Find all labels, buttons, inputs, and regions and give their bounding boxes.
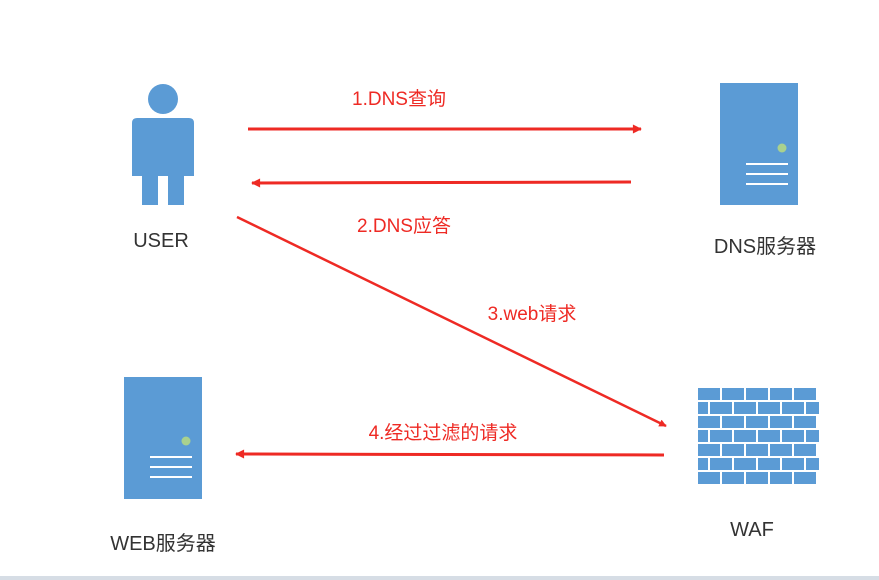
wall-brick	[758, 458, 780, 470]
wall-brick	[758, 430, 780, 442]
edge-label-dns-reply: 2.DNS应答	[357, 216, 451, 237]
wall-brick	[698, 416, 720, 428]
wall-brick	[782, 430, 804, 442]
person-icon	[132, 84, 194, 205]
dns-server-icon	[720, 83, 798, 205]
wall-brick	[698, 444, 720, 456]
bottom-divider	[0, 576, 879, 580]
web-server-label: WEB服务器	[110, 533, 216, 555]
wall-brick	[710, 430, 732, 442]
wall-brick	[770, 472, 792, 484]
wall-brick	[698, 458, 708, 470]
wall-brick	[770, 388, 792, 400]
edge-dns-reply-arrow	[251, 178, 632, 188]
wall-brick	[806, 430, 819, 442]
edge-web-request-arrow	[236, 215, 667, 428]
wall-brick	[782, 458, 804, 470]
wall-brick	[806, 458, 819, 470]
edge-label-dns-query: 1.DNS查询	[352, 89, 446, 110]
wall-brick	[710, 458, 732, 470]
waf-label: WAF	[730, 519, 774, 541]
wall-brick	[698, 402, 708, 414]
wall-brick	[794, 472, 816, 484]
wall-brick	[746, 444, 768, 456]
wall-brick	[770, 416, 792, 428]
wall-brick	[746, 472, 768, 484]
wall-brick	[698, 472, 720, 484]
wall-brick	[734, 458, 756, 470]
wall-brick	[794, 416, 816, 428]
wall-brick	[722, 416, 744, 428]
web-server-icon	[124, 377, 202, 499]
wall-brick	[734, 402, 756, 414]
firewall-icon	[698, 388, 819, 486]
wall-brick	[746, 388, 768, 400]
user-label: USER	[133, 230, 189, 252]
wall-brick	[770, 444, 792, 456]
edge-label-web-request: 3.web请求	[487, 304, 577, 325]
wall-brick	[746, 416, 768, 428]
wall-brick	[758, 402, 780, 414]
wall-brick	[806, 402, 819, 414]
wall-brick	[710, 402, 732, 414]
edge-label-filtered-request: 4.经过过滤的请求	[368, 423, 518, 444]
wall-brick	[722, 472, 744, 484]
wall-brick	[698, 388, 720, 400]
wall-brick	[794, 388, 816, 400]
edge-filtered-request-arrow	[235, 449, 665, 459]
wall-brick	[782, 402, 804, 414]
wall-brick	[734, 430, 756, 442]
wall-brick	[794, 444, 816, 456]
wall-brick	[722, 388, 744, 400]
dns-server-label: DNS服务器	[713, 236, 817, 258]
wall-brick	[722, 444, 744, 456]
wall-brick	[698, 430, 708, 442]
